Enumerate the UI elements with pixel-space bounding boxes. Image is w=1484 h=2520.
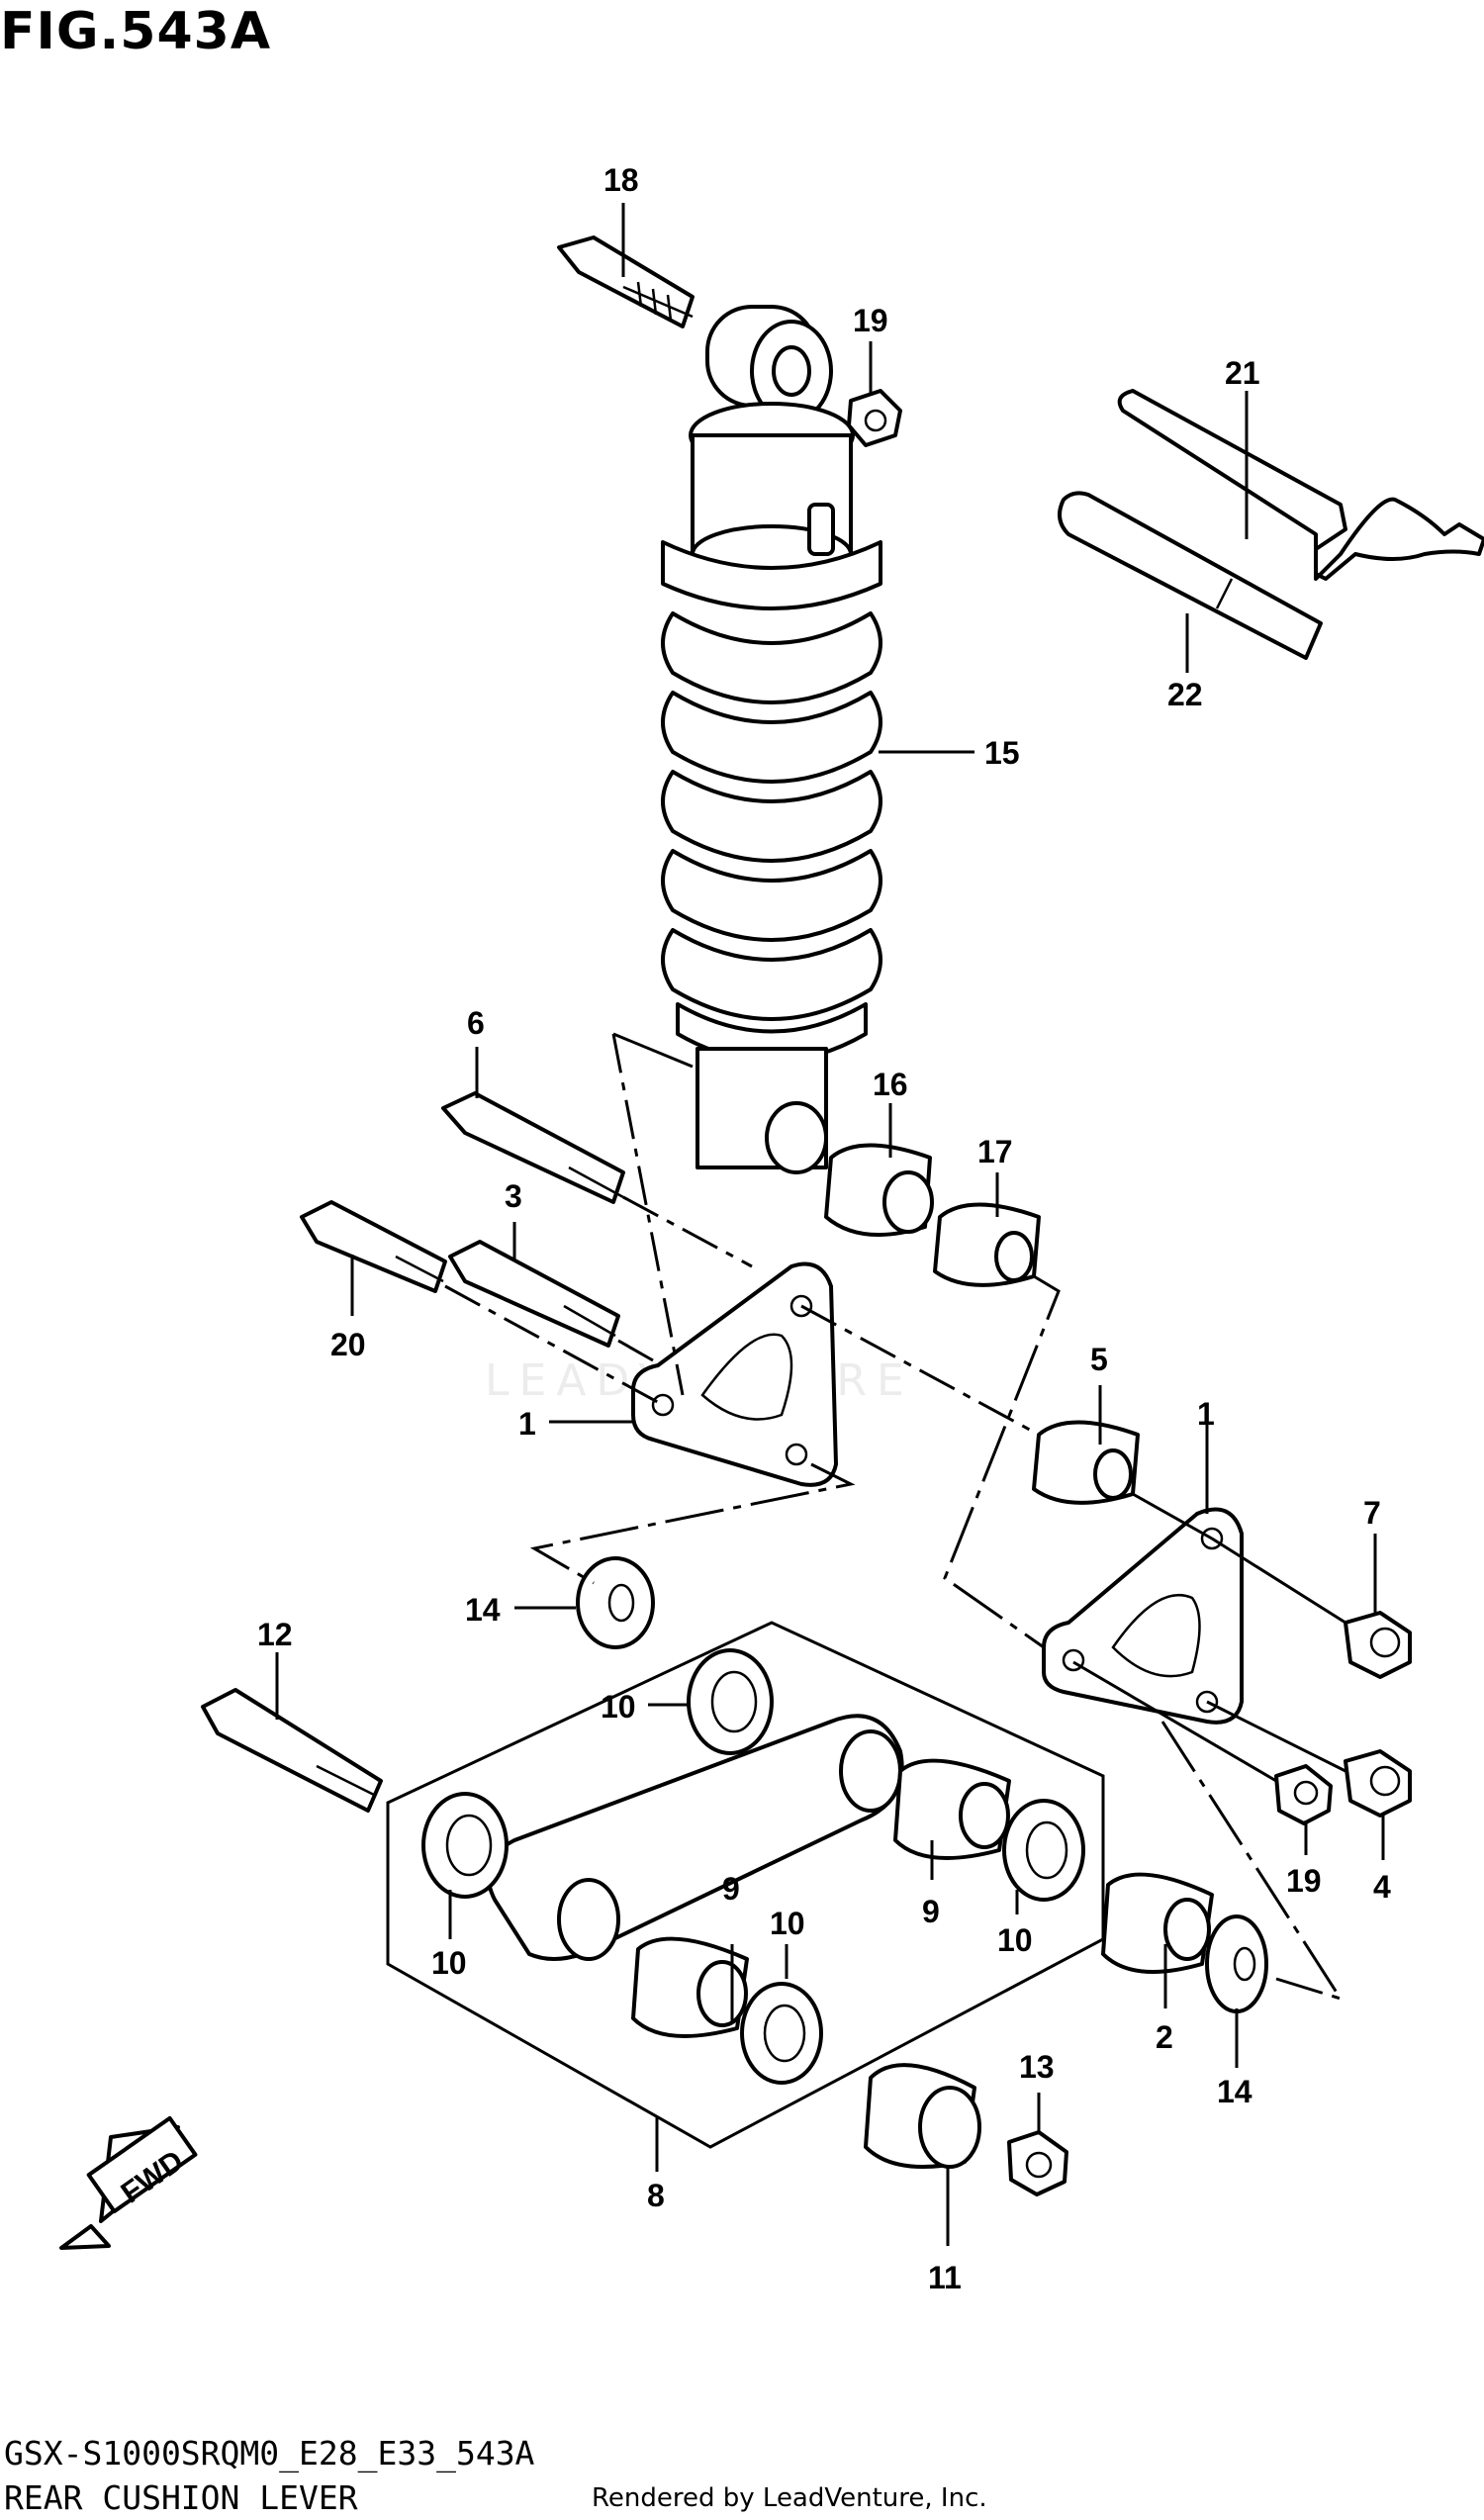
nut-19[interactable] [1274,1764,1333,1825]
collar-17[interactable] [933,1202,1041,1287]
oil-seal-10-right[interactable] [1002,1799,1085,1902]
callout-2: 2 [1156,2019,1173,2055]
bearing-9-lower[interactable] [631,1936,749,2038]
callout-7: 7 [1363,1495,1381,1531]
rear-cushion-lever[interactable] [486,1714,904,1961]
fwd-arrow-icon [59,2115,198,2250]
oil-seal-10-lower[interactable] [740,1982,823,2085]
bearing-9-right[interactable] [893,1758,1011,1860]
callout-1-left: 1 [518,1406,536,1442]
washer-14-left[interactable] [576,1556,655,1649]
callout-9-lower: 9 [722,1871,740,1907]
bracket-1-left[interactable] [631,1261,838,1487]
bolt-6[interactable] [441,1091,625,1204]
callout-5: 5 [1090,1342,1108,1377]
callout-22: 22 [1167,677,1203,712]
handle-22[interactable] [1058,491,1323,660]
callout-8: 8 [647,2178,665,2213]
figure-title: FIG.543A [0,2,272,61]
callout-19: 19 [853,303,888,338]
oil-seal-10-top[interactable] [687,1648,774,1755]
collar-2[interactable] [1101,1872,1214,1974]
collar-5[interactable] [1032,1420,1140,1505]
callout-10-top: 10 [601,1689,636,1725]
callout-15: 15 [984,735,1020,771]
callout-16: 16 [873,1067,908,1102]
callout-13: 13 [1019,2049,1055,2085]
callout-10-lower: 10 [770,1906,805,1941]
leader-lines [444,1032,1346,2002]
callout-19-lower: 19 [1286,1863,1322,1899]
callout-17: 17 [977,1134,1013,1169]
callout-10-left: 10 [431,1945,467,1981]
model-code: GSX-S1000SRQM0_E28_E33_543A [4,2434,535,2473]
rendered-by: Rendered by LeadVenture, Inc. [592,2483,987,2513]
callout-14-right: 14 [1217,2074,1252,2109]
bearing-16[interactable] [824,1143,934,1237]
callout-labels: 18 19 21 22 15 6 16 17 3 20 5 1 1 7 14 1… [257,162,1391,2295]
callout-21: 21 [1225,355,1260,391]
bolt-18[interactable] [557,235,695,328]
callout-14-left: 14 [465,1592,501,1628]
callout-18: 18 [603,162,639,198]
nut-7[interactable] [1344,1611,1412,1679]
callout-12: 12 [257,1617,293,1652]
collar-11[interactable] [864,2063,981,2169]
diagram-caption: REAR CUSHION LEVER [4,2478,358,2517]
callout-10-right: 10 [997,1922,1033,1958]
bolt-12[interactable] [201,1688,383,1813]
callout-3: 3 [505,1178,522,1214]
rear-shock-absorber[interactable] [661,305,882,1174]
callout-9-right: 9 [922,1894,940,1929]
bolt-3[interactable] [448,1240,620,1348]
spanner-21[interactable] [1117,389,1484,581]
washer-14-right[interactable] [1205,1914,1268,2013]
oil-seal-10-left[interactable] [421,1792,509,1899]
bracket-1-right[interactable] [1042,1507,1244,1725]
nut-19-top[interactable] [847,389,902,447]
callout-20: 20 [330,1327,366,1362]
callout-11: 11 [928,2260,962,2295]
nut-13[interactable] [1007,2130,1068,2196]
callout-leaders [275,203,1385,2246]
bolt-20[interactable] [300,1200,447,1293]
nut-4[interactable] [1344,1749,1412,1818]
callout-1-right: 1 [1197,1396,1215,1432]
callout-4: 4 [1373,1869,1391,1905]
spring-coils [661,611,882,1064]
callout-6: 6 [467,1005,485,1041]
